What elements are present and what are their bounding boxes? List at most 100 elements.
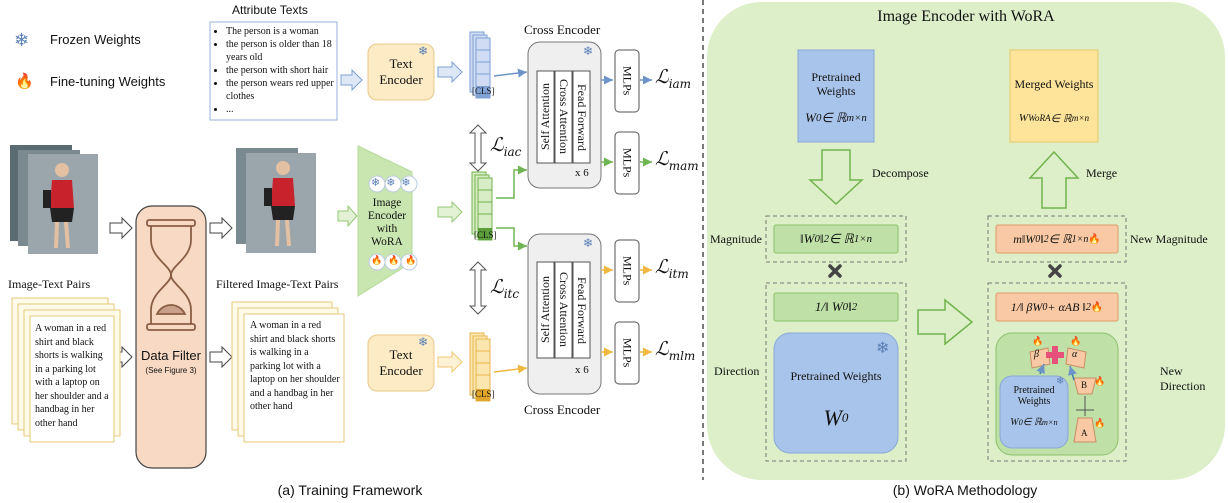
direction-norm-box (773, 292, 899, 322)
token-stack-yellow (469, 332, 491, 402)
merge-arrow (1028, 150, 1080, 209)
b-matrix-shape (1073, 377, 1097, 395)
loss-itc: ℒitc (490, 276, 520, 301)
arrow-green-to-cross-bottom (496, 227, 527, 251)
a-matrix-label: A (1081, 428, 1088, 438)
attribute-texts-list: The person is a womanthe person is older… (212, 25, 336, 116)
new-magnitude-dashed-box (987, 215, 1127, 263)
cross-attention-label: Cross Attention (557, 79, 571, 155)
direction-pretrained-label: Pretrained Weights (790, 369, 882, 383)
person-photo-left (43, 163, 74, 248)
arrow-into-image-encoder (337, 204, 358, 228)
data-filter-label: Data Filter (141, 348, 201, 363)
text-encoder-top: Text Encoder (379, 56, 423, 87)
magnitude-box (773, 224, 899, 254)
arrow-pairs-to-filter-top (109, 216, 133, 240)
text-encoder-bottom-box (367, 334, 435, 392)
token-stack-green (471, 171, 493, 241)
self-attention-label: Self Attention (538, 83, 552, 151)
legend-finetune-label: Fine-tuning Weights (50, 74, 166, 89)
attr-to-encoder-arrow (340, 68, 363, 92)
loss-mlm: ℒmlm (655, 338, 696, 363)
a-matrix-shape (1073, 417, 1097, 443)
arrow-filter-to-filtered-bottom (209, 345, 233, 369)
text-encoder-top-box (367, 43, 435, 101)
token-stack-blue (469, 31, 491, 99)
text-encoder-bottom: Text Encoder (379, 347, 423, 378)
loss-mam: ℒmam (655, 148, 699, 173)
flame-icon: 🔥🔥🔥 (371, 255, 423, 265)
attribute-texts-box (209, 21, 338, 121)
legend-frozen-label: Frozen Weights (50, 32, 141, 47)
b-matrix-label: B (1081, 380, 1088, 390)
cls-token-label: [CLS] (474, 230, 497, 240)
flame-icon: 🔥 (1032, 336, 1044, 346)
data-filter-box (135, 205, 207, 469)
pretrained-weights-label: Pretrained Weights (811, 70, 861, 98)
inner-pretrained-label: Pretrained Weights (1013, 385, 1055, 407)
arrow-blue-to-cross (493, 68, 528, 78)
mlp-box-3 (614, 239, 640, 303)
arrow-yellow-to-cross (493, 364, 528, 374)
snowflake-icon: ❄ (1056, 376, 1065, 387)
alpha-shape (1065, 347, 1087, 369)
flame-icon: 🔥 (15, 74, 34, 90)
panel-caption-a: (a) Training Framework (277, 482, 423, 498)
attribute-item: ... (226, 103, 336, 116)
caption-text-left: A woman in a red shirt and black shorts … (35, 323, 109, 429)
flame-icon: 🔥 (1094, 376, 1106, 386)
decompose-arrow (808, 149, 864, 206)
attribute-texts-title: Attribute Texts (232, 3, 308, 17)
mlp-box-2 (614, 131, 640, 195)
loss-iac: ℒiac (490, 134, 522, 159)
attribute-item: the person with short hair (226, 64, 336, 77)
data-filter-sub: (See Figure 3) (145, 366, 197, 375)
feed-forward-label: Fead Forward (575, 83, 589, 151)
alpha-symbol: α (1072, 349, 1078, 360)
beta-shape (1029, 347, 1051, 369)
arrow-green-to-cross-top (496, 165, 527, 199)
itc-double-arrow (468, 261, 488, 315)
direction-label: Direction (714, 364, 760, 378)
new-magnitude-label: New Magnitude (1130, 232, 1208, 246)
image-encoder-label: Image Encoder with WoRA (367, 197, 407, 248)
multiply-icon-right (1048, 264, 1062, 278)
mlp-label: MLPs (620, 256, 635, 286)
cls-token-label: [CLS] (472, 389, 495, 399)
arrow-enc-tokens-bottom (437, 350, 463, 374)
snowflake-icon: ❄❄❄ (371, 177, 417, 189)
new-direction-label: New Direction (1160, 364, 1206, 393)
encoder-weight-circles (368, 175, 418, 271)
snowflake-icon: ❄ (418, 44, 429, 58)
cross-encoder-title-top: Cross Encoder (524, 22, 601, 37)
pretrained-weights-box (797, 49, 875, 143)
beta-symbol: β (1034, 349, 1039, 360)
repeat-label: x 6 (575, 167, 589, 179)
cross-encoder-title-bottom: Cross Encoder (524, 402, 601, 417)
cross-attention-label: Cross Attention (557, 272, 571, 348)
new-magnitude-box (995, 224, 1119, 254)
merge-label: Merge (1086, 166, 1118, 180)
person-photo-right (264, 161, 295, 246)
panel-caption-b: (b) WoRA Methodology (892, 482, 1038, 498)
arrow-image-enc-tokens (437, 200, 463, 224)
feed-forward-label: Fead Forward (575, 276, 589, 344)
loss-iam: ℒiam (655, 66, 692, 91)
caption-stack-right (231, 301, 345, 443)
arrow-enc-tokens-top (437, 60, 463, 84)
new-direction-norm-box (995, 292, 1119, 322)
inner-pretrained-box (999, 375, 1069, 449)
attribute-item: the person wears red upper clothes (226, 77, 336, 103)
mlp-label: MLPs (620, 148, 635, 178)
snowflake-icon: ❄ (876, 340, 890, 357)
